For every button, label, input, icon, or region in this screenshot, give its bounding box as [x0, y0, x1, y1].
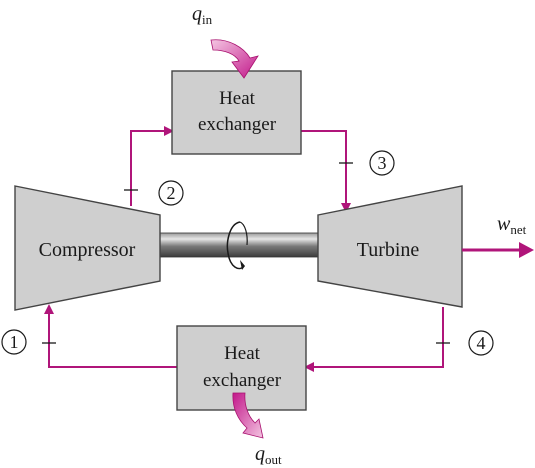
heat-exchanger-top-line2: exchanger — [198, 114, 277, 135]
heat-in-arrow — [210, 39, 259, 79]
work-out-arrowhead — [519, 242, 534, 258]
q-out-label: qout — [255, 443, 282, 467]
rotation-icon — [226, 221, 248, 270]
shaft — [159, 232, 321, 258]
state-marker-3: 3 — [369, 150, 395, 176]
heat-exchanger-bottom-line1: Heat — [224, 343, 261, 364]
turbine — [317, 185, 463, 308]
w-net-label: wnet — [497, 213, 527, 237]
heat-out-arrow — [232, 392, 264, 439]
state-marker-2: 2 — [158, 180, 184, 206]
state-marker-1: 1 — [1, 329, 27, 355]
svg-text:3: 3 — [378, 153, 387, 173]
svg-text:2: 2 — [167, 183, 176, 203]
compressor — [14, 185, 161, 311]
svg-text:4: 4 — [477, 333, 486, 353]
turbine-label: Turbine — [357, 239, 420, 261]
flow-line-4-to-cooler — [304, 307, 444, 372]
heat-exchanger-top-line1: Heat — [219, 88, 256, 109]
flow-line-2-to-heater — [130, 126, 174, 206]
heat-exchanger-top — [171, 70, 302, 155]
heat-exchanger-bottom-line2: exchanger — [203, 370, 282, 391]
compressor-label: Compressor — [39, 239, 136, 261]
flow-line-heater-to-3 — [301, 130, 351, 213]
flow-line-cooler-to-1 — [44, 304, 177, 368]
svg-text:1: 1 — [10, 332, 19, 352]
state-marker-4: 4 — [468, 330, 494, 356]
q-in-label: qin — [192, 3, 213, 27]
